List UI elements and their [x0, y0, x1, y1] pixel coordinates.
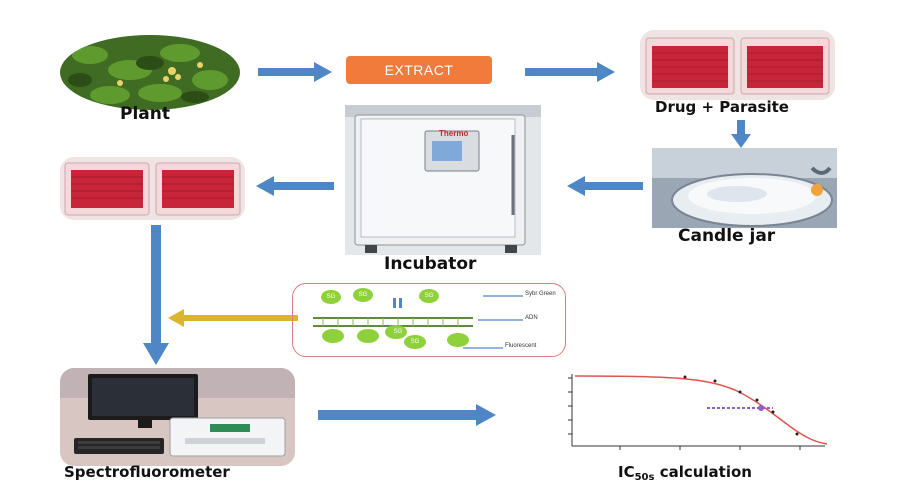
incubator-brand-text: Thermo — [439, 129, 469, 138]
ic50-label: IC50s calculation — [618, 463, 752, 483]
ic50-label-tail: calculation — [654, 463, 752, 481]
sg-marker-free: SG — [321, 290, 341, 304]
arrow-plant-to-extract — [258, 62, 332, 82]
spectrofluorometer-photo — [60, 368, 295, 466]
fluorescent-label: Fluorescent — [505, 343, 537, 349]
spectrofluorometer-label: Spectrofluorometer — [64, 463, 230, 481]
ic50-curve-plot — [535, 368, 835, 460]
arrow-incubator-to-plates — [256, 176, 334, 196]
plant-label: Plant — [120, 104, 170, 124]
arrow-plates-to-spectrofluorometer — [143, 225, 169, 365]
candle-jar-photo — [652, 148, 837, 228]
sg-marker-bound: SG — [393, 329, 403, 335]
arrow-sybr-to-readout — [168, 309, 298, 327]
sg-marker-free: SG — [419, 289, 439, 303]
ic50-label-subscript: 50s — [634, 472, 655, 483]
adn-label: ADN — [525, 315, 538, 321]
arrow-plates-to-candle-jar — [731, 120, 751, 148]
sg-marker-free: SG — [353, 288, 373, 302]
extract-label: EXTRACT — [384, 62, 454, 78]
incubated-plates-photo — [60, 157, 245, 220]
incubator-photo: Thermo — [345, 105, 541, 255]
arrow-candle-jar-to-incubator — [567, 176, 643, 196]
sg-marker-bound: SG — [410, 339, 420, 345]
drug-parasite-label: Drug + Parasite — [655, 98, 789, 116]
extract-box: EXTRACT — [346, 56, 492, 84]
ic50-label-main: IC — [618, 463, 635, 481]
sybr-green-inset: SG SG SG SG SG Sybr Green ADN Fluorescen… — [292, 283, 566, 357]
incubator-label: Incubator — [384, 254, 477, 274]
plant-photo — [60, 35, 240, 110]
sybr-green-label: Sybr Green — [525, 291, 556, 297]
drug-parasite-plates-photo — [640, 30, 835, 100]
arrow-extract-to-plates — [525, 62, 615, 82]
candle-jar-label: Candle jar — [678, 226, 776, 246]
arrow-spectrofluorometer-to-ic50 — [318, 404, 496, 426]
